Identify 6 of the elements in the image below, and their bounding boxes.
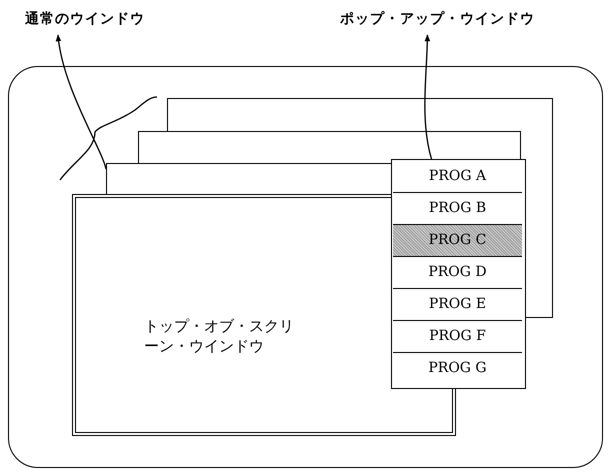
leader-arrow xyxy=(424,34,432,160)
callout-label: ポップ・アップ・ウインドウ xyxy=(340,10,570,32)
callout-label: 通常のウインドウ xyxy=(25,10,175,32)
menu-item: PROG C xyxy=(393,225,522,257)
leader-arrow xyxy=(56,34,107,170)
window-title: トップ・オブ・スクリーン・ウインドウ xyxy=(144,316,295,356)
